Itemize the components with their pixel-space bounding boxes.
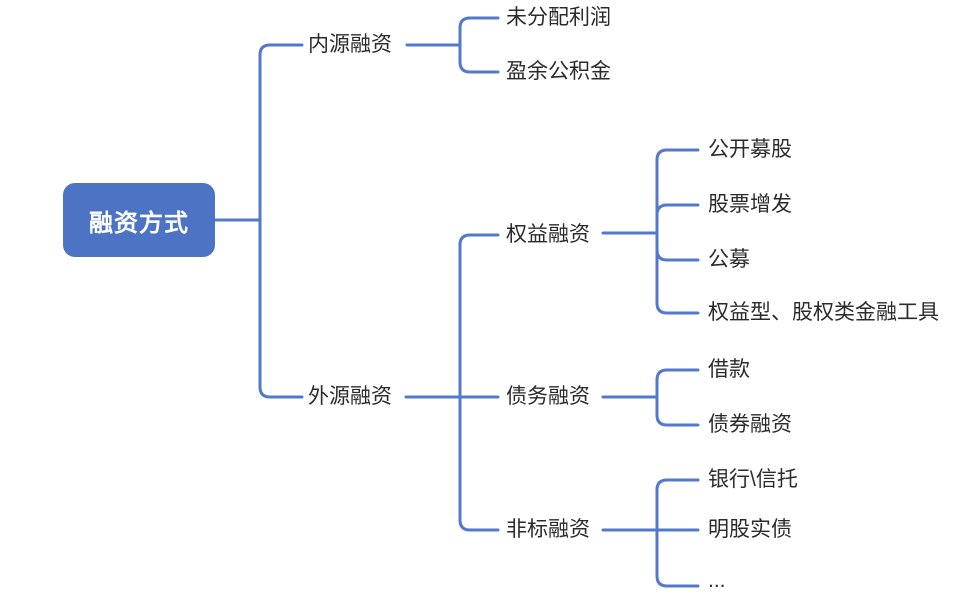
connector-debt-child-2: [655, 395, 700, 427]
node-ellipsis: ...: [708, 569, 726, 592]
connector-nonstandard-child-1: [655, 478, 700, 532]
connector-equity-child-2: [655, 203, 700, 235]
node-retained-earnings: 未分配利润: [506, 6, 611, 29]
node-ipo: 公开募股: [708, 138, 792, 161]
node-bank-trust: 银行\信托: [708, 468, 798, 491]
connector-equity-child-1: [655, 148, 700, 235]
node-surplus-reserve: 盈余公积金: [506, 60, 611, 83]
node-external-financing: 外源融资: [308, 385, 392, 408]
root-node-financing-method: 融资方式: [63, 183, 215, 257]
node-loan: 借款: [708, 358, 750, 381]
node-nominal-equity-real-debt: 明股实债: [708, 518, 792, 541]
node-public-offering: 公募: [708, 248, 750, 271]
connector-equity-child-4: [655, 231, 700, 315]
node-debt-financing: 债务融资: [506, 385, 590, 408]
connector-internal-bracket: [458, 16, 500, 74]
connector-level1-bracket: [258, 43, 304, 399]
node-bond-financing: 债券融资: [708, 413, 792, 436]
connector-debt-child-1: [655, 368, 700, 399]
connector-nonstandard-child-3: [655, 528, 700, 588]
node-equity-instruments: 权益型、股权类金融工具: [708, 301, 939, 324]
connector-equity-child-3: [655, 231, 700, 262]
node-equity-financing: 权益融资: [506, 223, 590, 246]
node-nonstandard-financing: 非标融资: [506, 518, 590, 541]
node-stock-issuance: 股票增发: [708, 193, 792, 216]
node-internal-financing: 内源融资: [308, 33, 392, 56]
connector-external-bracket: [458, 233, 500, 532]
